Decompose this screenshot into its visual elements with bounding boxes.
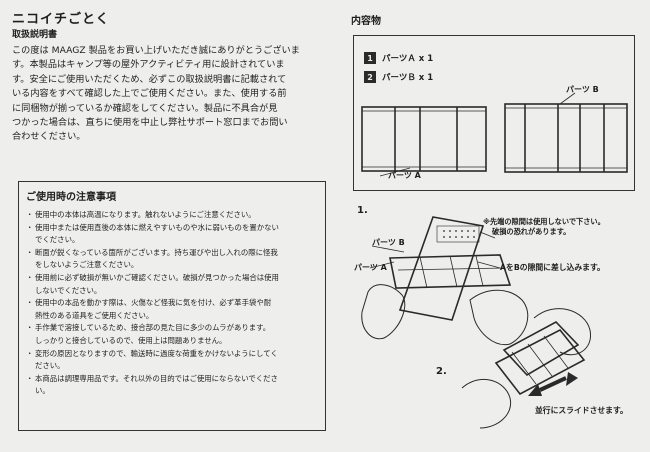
intro-line: す。安全にご使用いただくため、必ずこの取扱説明書に記載されて <box>12 73 287 85</box>
note-line-1: ※先端の隙間は使用しないで下さい。 <box>483 217 605 226</box>
intro-line: この度は MAAGZ 製品をお買い上げいただき誠にありがとうございま <box>12 45 300 56</box>
caution-line: 熱性のある道具をご使用ください。 <box>35 310 154 320</box>
part-b-drawing <box>504 92 628 173</box>
caution-line: ・断面が鋭くなっている箇所がございます。持ち運びや出し入れの際に怪我 <box>26 247 278 257</box>
intro-line: に同梱物が揃っているか確認をしてください。製品に不具合が見 <box>12 102 278 114</box>
caution-line: をしないようご注意ください。 <box>35 260 139 270</box>
caution-line: ・手作業で溶接しているため、接合部の見た目に多少のムラがあります。 <box>26 323 271 333</box>
caution-line: ださい。 <box>35 361 65 371</box>
intro-line: す。本製品はキャンプ等の屋外アクティビティ用に設計されていま <box>12 59 285 71</box>
step1-drawing <box>361 216 529 346</box>
caution-line: ・使用中または使用直後の本体に燃えやすいものや水に弱いものを置かない <box>26 222 279 232</box>
caution-line: しないでください。 <box>35 285 102 295</box>
fig-label-part-b: パーツ B <box>372 238 405 247</box>
caution-line: い。 <box>35 386 50 396</box>
caution-line: ・使用中の本品を動かす際は、火傷など怪我に気を付け、必ず革手袋や耐 <box>26 298 272 308</box>
caution-heading: ご使用時の注意事項 <box>26 192 116 203</box>
intro-paragraph: この度は MAAGZ 製品をお買い上げいただき誠にありがとうございま す。本製品… <box>12 44 334 145</box>
caution-line: ・使用前に必ず破損が無いかご確認ください。破損が見つかった場合は使用 <box>26 272 279 282</box>
product-title: ニコイチごとく <box>12 12 110 27</box>
intro-line: つかった場合は、直ちに使用を中止し弊社サポート窓口までお問い <box>12 117 288 129</box>
mesh-pattern <box>443 230 475 238</box>
slide-instruction: 並行にスライドさせます。 <box>535 406 628 415</box>
label-part-b: パーツ B <box>566 85 599 94</box>
caution-list: ・使用中の本体は高温になります。触れないようにご注意ください。 ・使用中または使… <box>26 209 319 398</box>
part-row-1: 1 パーツＡ x 1 <box>364 52 433 64</box>
step-2-number: 2. <box>436 366 447 377</box>
fig-label-part-a: パーツ A <box>354 263 387 272</box>
note-line-2: 破損の恐れがあります。 <box>492 227 571 236</box>
caution-line: ・本商品は調理専用品です。それ以外の目的ではご使用にならないでくださ <box>26 373 278 383</box>
part-row-2: 2 パーツＢ x 1 <box>364 71 433 83</box>
intro-line: いる内容をすべて確認した上でご使用ください。また、使用する前 <box>12 88 287 100</box>
intro-line: 合わせください。 <box>12 131 86 143</box>
part-number-badge: 1 <box>364 52 376 64</box>
part-label: パーツＡ x 1 <box>382 54 434 64</box>
contents-title: 内容物 <box>351 16 381 27</box>
caution-box: ご使用時の注意事項 ・使用中の本体は高温になります。触れないようにご注意ください… <box>18 181 326 431</box>
label-part-a: パーツ A <box>388 171 421 180</box>
caution-line: ・変形の原因となりますので、輸送時に過度な荷重をかけないようにしてく <box>26 348 278 358</box>
caution-line: しっかりと接合しているので、使用上は問題ありません。 <box>35 335 227 345</box>
step-1-number: 1. <box>357 205 368 216</box>
insert-instruction: AをBの隙間に差し込みます。 <box>500 263 605 272</box>
step2-drawing <box>461 308 591 429</box>
contents-box <box>353 35 635 191</box>
part-a-drawing <box>361 106 487 177</box>
caution-line: ・使用中の本体は高温になります。触れないようにご注意ください。 <box>26 210 256 219</box>
part-label: パーツＢ x 1 <box>382 73 434 83</box>
part-number-badge: 2 <box>364 71 376 83</box>
manual-subtitle: 取扱説明書 <box>12 30 58 40</box>
caution-line: でください。 <box>35 235 80 245</box>
